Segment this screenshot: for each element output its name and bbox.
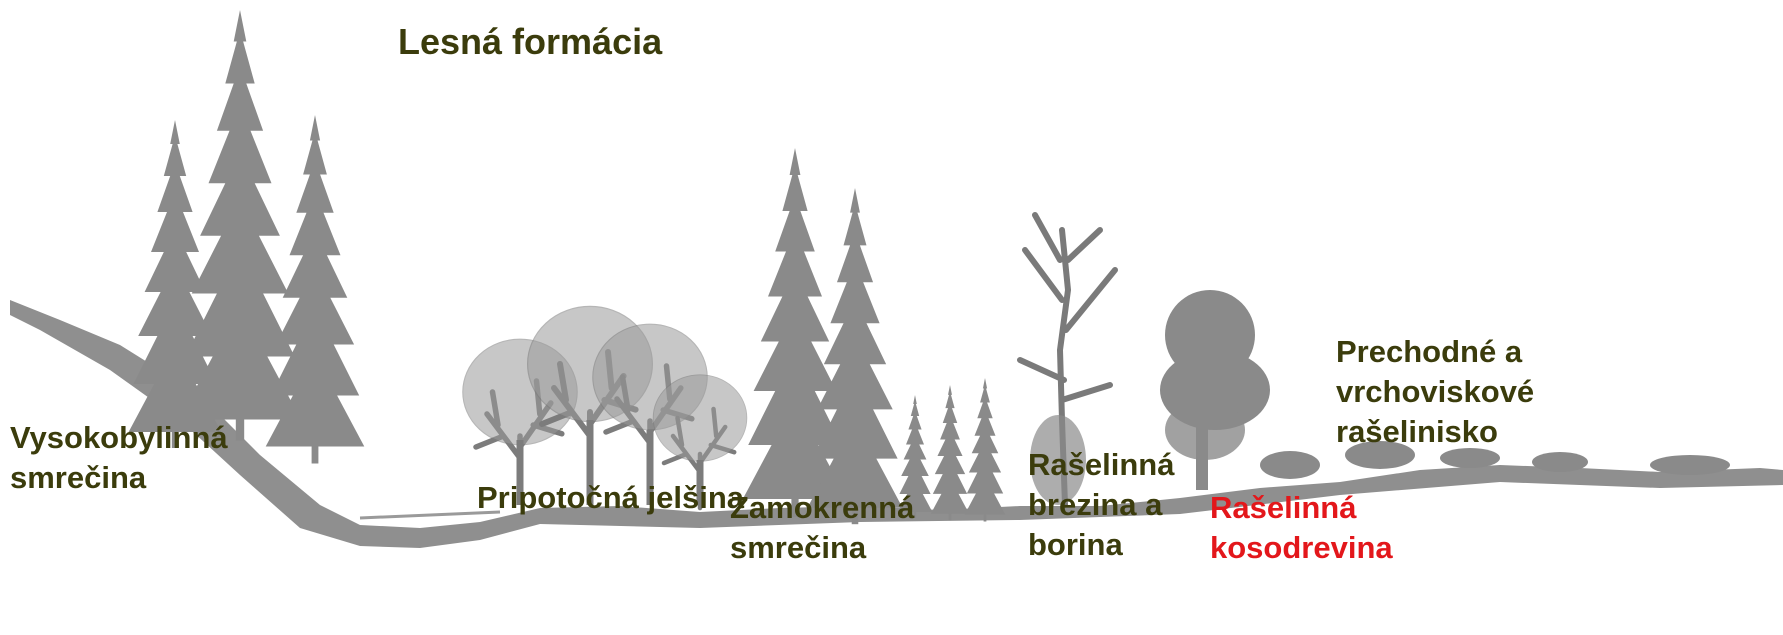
zone-label-line: smrečina — [730, 528, 914, 568]
zone-label-line: vrchoviskové — [1336, 372, 1534, 412]
zone-label-line: Rašelinná — [1210, 488, 1393, 528]
vegetation-group — [10, 10, 1783, 548]
zone-label-raselinna-brezina: Rašelinná brezina a borina — [1028, 445, 1174, 565]
zone-label-line: Rašelinná — [1028, 445, 1174, 485]
zone-label-line: rašelinisko — [1336, 412, 1534, 452]
zone-label-prechodne: Prechodné a vrchoviskové rašelinisko — [1336, 332, 1534, 452]
zone-label-line: Vysokobylinná — [10, 418, 228, 458]
dwarf-pine — [1160, 290, 1270, 490]
page-title: Lesná formácia — [398, 20, 662, 64]
zone-label-line: Pripotočná jelšina — [477, 478, 744, 518]
zone-label-line: kosodrevina — [1210, 528, 1393, 568]
zone-label-line: borina — [1028, 525, 1174, 565]
zone-label-line: Zamokrenná — [730, 488, 914, 528]
zone-label-line: Prechodné a — [1336, 332, 1534, 372]
zone-label-vysokobylinna: Vysokobylinná smrečina — [10, 418, 228, 498]
zone-label-pripotocna: Pripotočná jelšina — [477, 478, 744, 518]
zone-label-raselinna-kosodrevina: Rašelinná kosodrevina — [1210, 488, 1393, 568]
zone-label-line: brezina a — [1028, 485, 1174, 525]
zone-label-line: smrečina — [10, 458, 228, 498]
zone-label-zamokrenna: Zamokrenná smrečina — [730, 488, 914, 568]
